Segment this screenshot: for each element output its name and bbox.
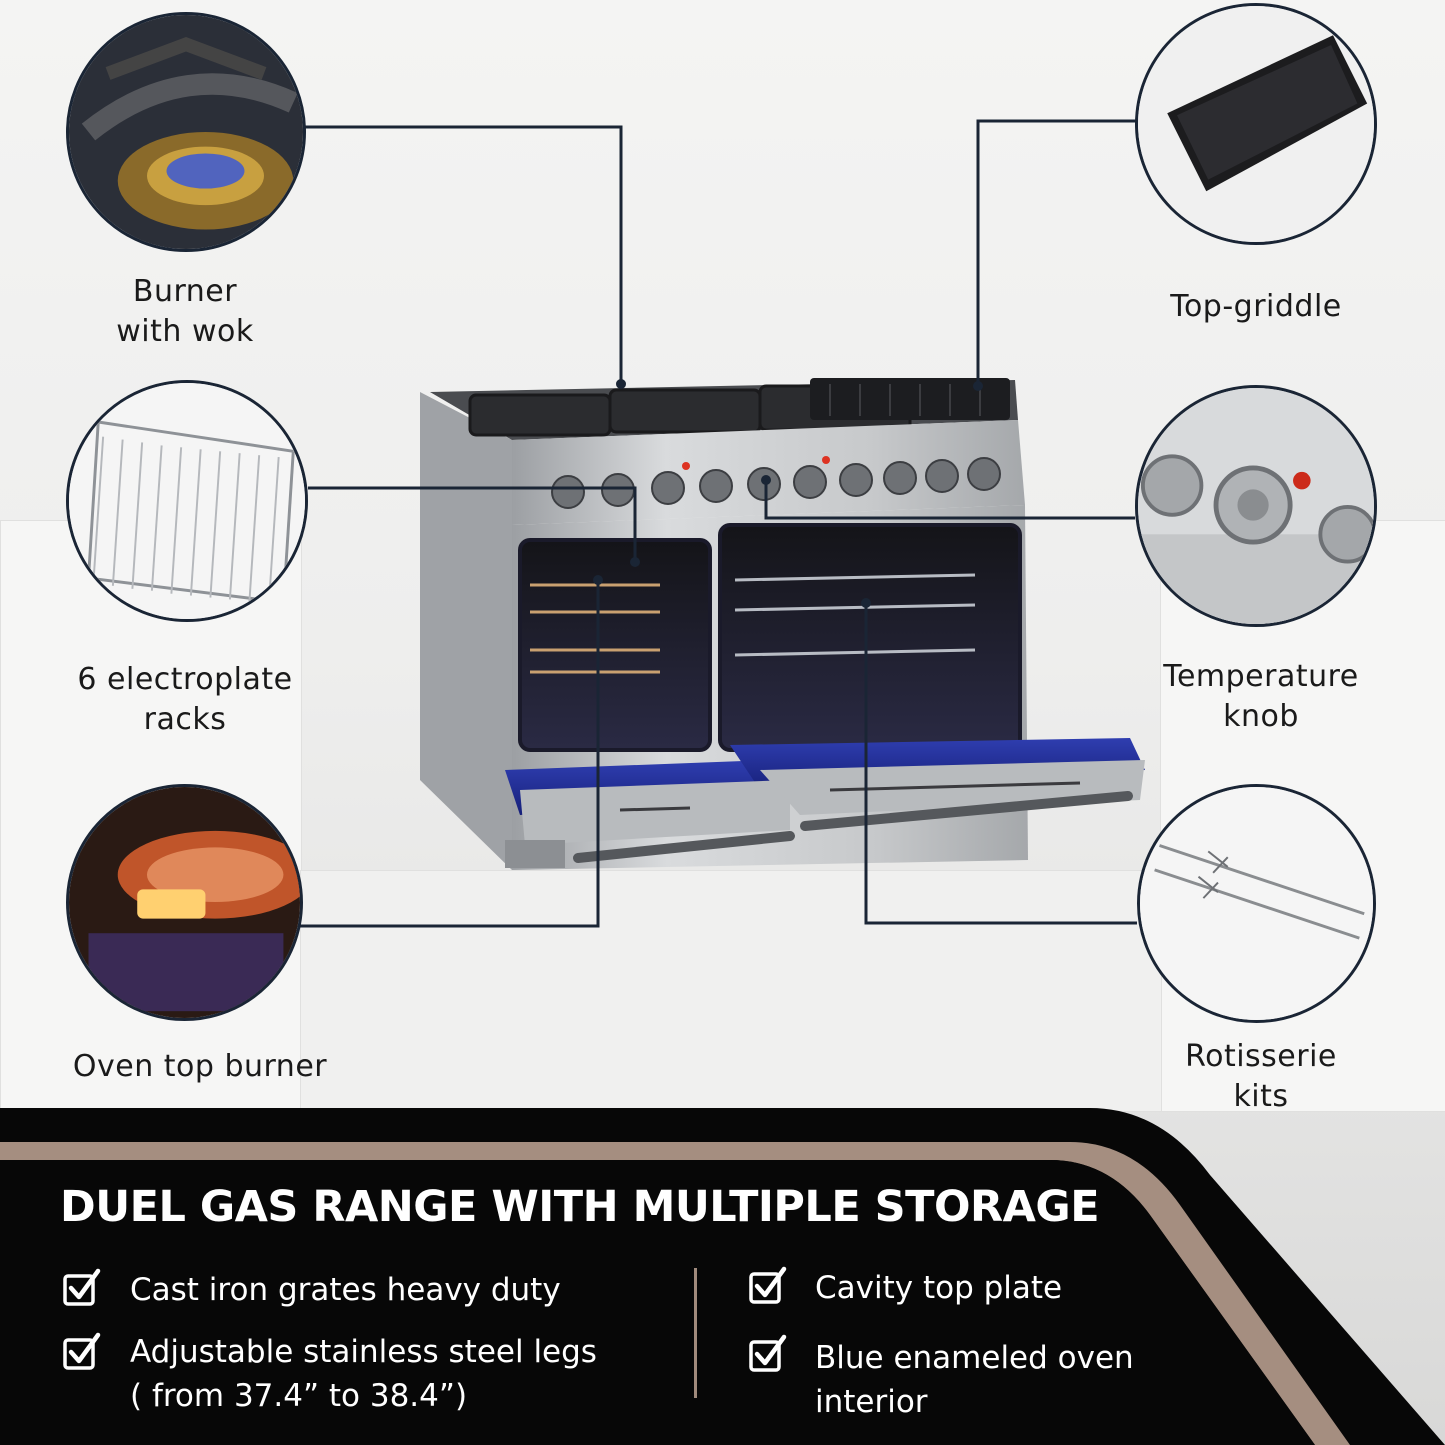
callout-label-griddle: Top-griddle [1170, 289, 1342, 324]
label-line: 6 electroplate [77, 662, 293, 697]
feature-item: Cavity top plate [815, 1266, 1062, 1310]
feature-item: Blue enameled oven interior [815, 1336, 1134, 1424]
rotisserie-spit-photo-icon [1137, 784, 1376, 1023]
feature-text: Cast iron grates heavy duty [130, 1272, 561, 1308]
oven-rack-photo-icon [66, 380, 308, 622]
feature-text: ( from 37.4” to 38.4”) [130, 1378, 468, 1414]
oven-burner-photo-icon [66, 784, 303, 1021]
label-line: Burner [132, 274, 238, 309]
callout-label-racks: 6 electroplate racks [50, 660, 320, 740]
feature-item: Adjustable stainless steel legs ( from 3… [130, 1330, 597, 1418]
checkbox-check-icon [749, 1266, 787, 1304]
checkbox-check-icon [749, 1334, 787, 1372]
label-line: with wok [116, 314, 254, 349]
feature-item: Cast iron grates heavy duty [130, 1268, 561, 1312]
feature-text: Cavity top plate [815, 1270, 1063, 1306]
callout-label-knob: Temperature knob [1130, 657, 1392, 737]
feature-text: interior [815, 1384, 928, 1420]
label-line: racks [143, 702, 227, 737]
feature-divider [694, 1268, 697, 1398]
label-line: Temperature [1163, 659, 1359, 694]
checkbox-check-icon [63, 1332, 101, 1370]
background-cabinet [300, 870, 1162, 1112]
feature-text: Adjustable stainless steel legs [130, 1334, 597, 1370]
banner-title: DUEL GAS RANGE WITH MULTIPLE STORAGE [60, 1182, 1100, 1232]
feature-text: Blue enameled oven [815, 1340, 1134, 1376]
control-knob-photo-icon [1135, 385, 1377, 627]
label-line: knob [1223, 699, 1299, 734]
callout-label-burner: Burner with wok [60, 272, 310, 352]
label-line: Rotisserie [1185, 1039, 1337, 1074]
checkbox-check-icon [63, 1268, 101, 1306]
callout-label-rotisserie: Rotisserie kits [1135, 1037, 1387, 1117]
callout-label-oven-burner: Oven top burner [72, 1049, 328, 1084]
wok-burner-photo-icon [66, 12, 306, 252]
label-line: kits [1233, 1079, 1289, 1114]
griddle-photo-icon [1135, 3, 1377, 245]
